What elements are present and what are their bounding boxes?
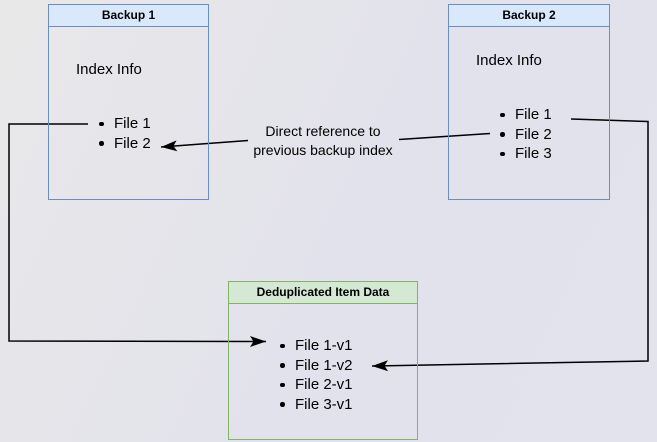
backup1-file-list: File 1 File 2: [98, 114, 151, 153]
dedup-header: Deduplicated Item Data: [229, 282, 417, 304]
backup2-index-info-label: Index Info: [476, 52, 542, 69]
backup1-header: Backup 1: [49, 5, 208, 27]
list-item: File 1-v1: [279, 336, 353, 356]
dedup-title: Deduplicated Item Data: [256, 285, 390, 299]
annotation-line-2: previous backup index: [253, 142, 393, 158]
annotation-line-1: Direct reference to: [265, 123, 381, 139]
backup1-title: Backup 1: [101, 8, 156, 22]
backup2-file-list: File 1 File 2 File 3: [499, 105, 552, 164]
list-item: File 3-v1: [279, 395, 353, 415]
dedup-box: Deduplicated Item Data File 1-v1 File 1-…: [228, 281, 418, 440]
backup1-box: Backup 1 Index Info File 1 File 2: [48, 4, 209, 200]
dedup-file-list: File 1-v1 File 1-v2 File 2-v1 File 3-v1: [279, 336, 353, 414]
list-item: File 1: [499, 105, 552, 125]
backup1-index-info-label: Index Info: [76, 61, 142, 78]
list-item: File 2: [98, 134, 151, 154]
backup2-header: Backup 2: [449, 5, 609, 27]
list-item: File 3: [499, 144, 552, 164]
reference-annotation: Direct reference to previous backup inde…: [234, 122, 412, 160]
list-item: File 1: [98, 114, 151, 134]
list-item: File 2: [499, 125, 552, 145]
list-item: File 1-v2: [279, 356, 353, 376]
backup2-box: Backup 2 Index Info File 1 File 2 File 3: [448, 4, 610, 200]
list-item: File 2-v1: [279, 375, 353, 395]
backup2-title: Backup 2: [502, 8, 556, 22]
